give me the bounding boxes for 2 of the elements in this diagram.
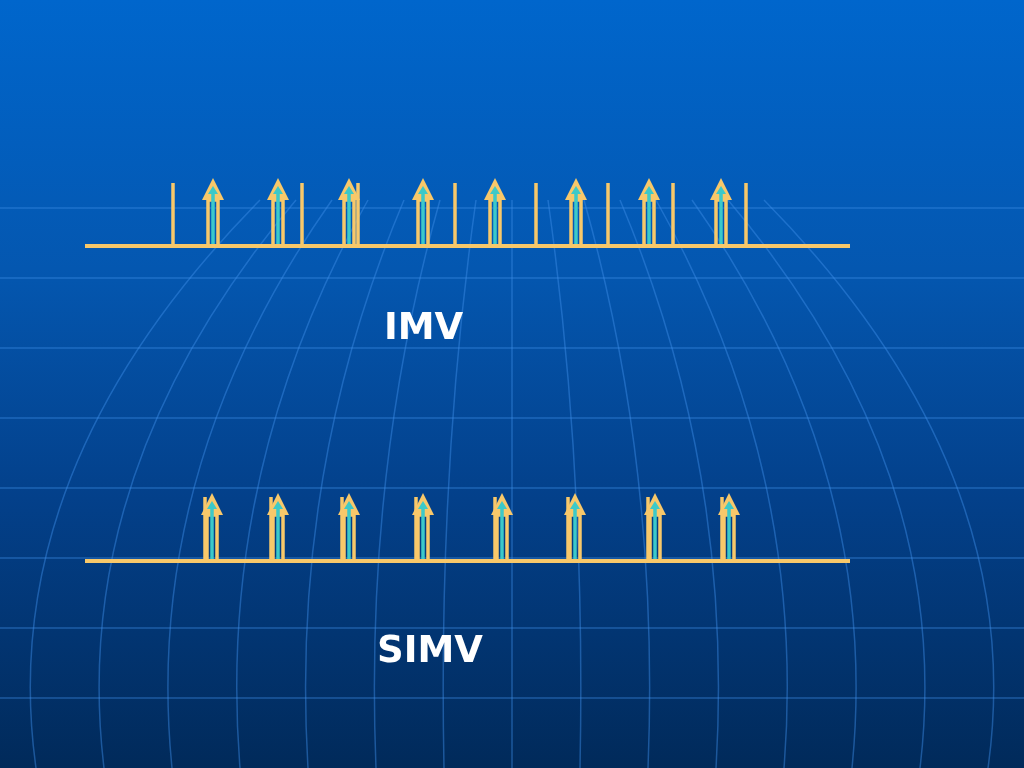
mode-label: SIMV [377,630,483,670]
mode-label: IMV [384,307,464,347]
